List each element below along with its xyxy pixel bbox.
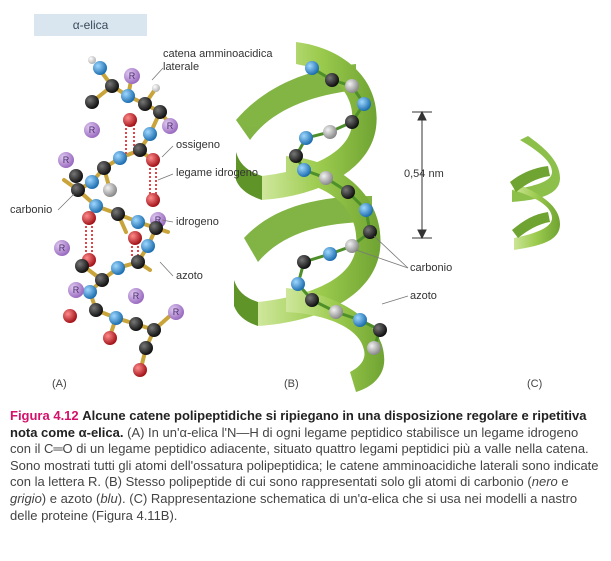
- panel-label-b: (B): [284, 378, 299, 390]
- panel-label-a: (A): [52, 378, 67, 390]
- r-group-label-7: R: [133, 291, 140, 301]
- r-group-label-9: R: [173, 307, 180, 317]
- caption-italic-grey: grigio: [10, 490, 42, 506]
- label-pitch: 0,54 nm: [404, 168, 444, 180]
- panel-b-backbone: [294, 66, 382, 349]
- label-hydrogen-bond: legame idrogeno: [176, 167, 258, 179]
- r-group-letters: R R R R R R R R R: [59, 71, 180, 317]
- label-hydrogen: idrogeno: [176, 216, 219, 228]
- label-nitrogen-b: azoto: [410, 290, 437, 302]
- caption-italic-blue: blu: [100, 490, 118, 506]
- label-carbon-b: carbonio: [410, 262, 453, 274]
- label-side-chain-line1: catena amminoacidica: [163, 48, 273, 60]
- panel-b-atoms: [289, 61, 387, 355]
- r-group-label-2: R: [167, 121, 174, 131]
- r-group-label-3: R: [89, 125, 96, 135]
- caption-text-2: e: [557, 474, 569, 490]
- r-group-label-5: R: [155, 215, 162, 225]
- label-nitrogen-a: azoto: [176, 270, 203, 282]
- label-side-chain-line2: laterale: [163, 61, 200, 73]
- panel-label-c: (C): [527, 378, 543, 390]
- caption-title: Alcune catene polipeptidiche si ripiegan…: [10, 408, 587, 440]
- panel-b-leader-lines: [355, 235, 409, 305]
- label-oxygen: ossigeno: [176, 139, 221, 151]
- caption-italic-black: nero: [531, 474, 558, 490]
- panel-a-model: R R R R R R R R R: [54, 56, 184, 377]
- label-carbon-a: carbonio: [10, 204, 53, 216]
- r-group-label-8: R: [73, 285, 80, 295]
- panel-b-model: [234, 42, 432, 392]
- atoms: [54, 56, 184, 377]
- caption-text-1: (A) In un'α-elica l'N—H di ogni legame p…: [10, 424, 599, 490]
- r-group-label-1: R: [129, 71, 136, 81]
- caption-text-4: ). (C) Rappresentazione schematica di un…: [10, 490, 578, 523]
- figure-number: Figura 4.12: [10, 408, 79, 423]
- pitch-dimension: [412, 110, 432, 240]
- r-group-label-6: R: [59, 243, 66, 253]
- caption-text-3: ) e azoto (: [41, 490, 101, 506]
- panel-title: α-elica: [34, 14, 147, 36]
- r-group-label-4: R: [63, 155, 70, 165]
- panel-c-ribbon: [510, 136, 560, 250]
- figure-caption: Figura 4.12 Alcune catene polipeptidiche…: [10, 408, 602, 524]
- panel-a-leader-lines: [57, 67, 174, 277]
- alpha-helix-figure: R R R R R R R R R: [54, 42, 560, 392]
